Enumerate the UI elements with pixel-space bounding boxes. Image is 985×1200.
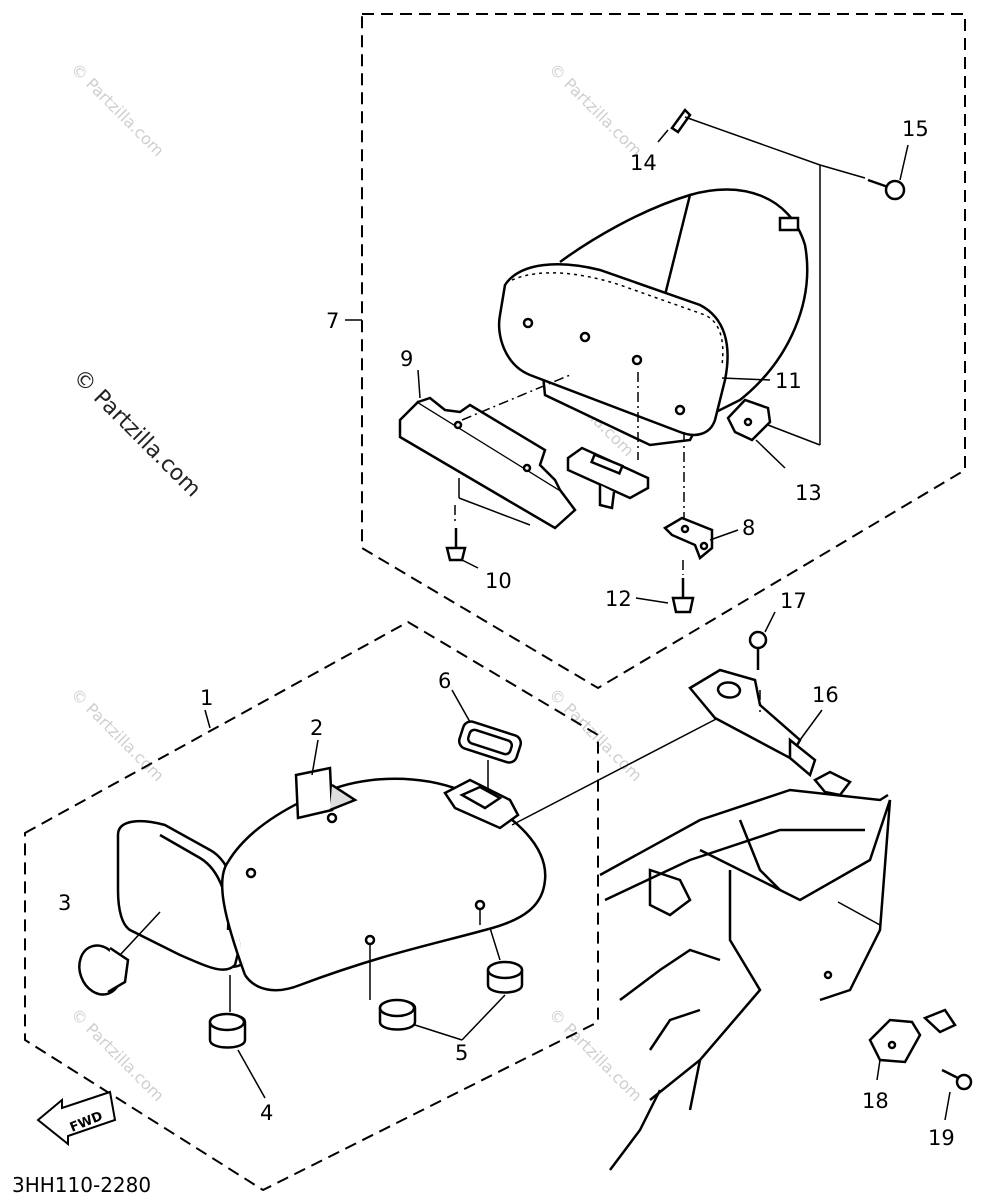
fwd-arrow: FWD — [36, 1090, 117, 1147]
screw-15 — [867, 178, 906, 201]
callout-2: 2 — [310, 716, 323, 740]
rear-seat-rail — [398, 396, 577, 530]
bolt-17 — [748, 630, 768, 712]
callout-13: 13 — [795, 481, 822, 505]
rear-seat-group-outline — [361, 13, 966, 690]
lock-18 — [868, 1008, 957, 1064]
callout-19: 19 — [928, 1126, 955, 1150]
seat-hook-bracket — [566, 446, 650, 510]
callout-15: 15 — [902, 117, 929, 141]
callout-14: 14 — [630, 151, 657, 175]
group-outlines — [24, 13, 966, 1192]
callout-3: 3 — [58, 891, 71, 915]
callout-17: 17 — [780, 589, 807, 613]
watermark: © Partzilla.com — [67, 1004, 168, 1105]
bracket-8 — [662, 516, 714, 561]
front-seat — [116, 777, 547, 992]
bracket-13 — [726, 398, 772, 442]
watermark: © Partzilla.com — [545, 1004, 646, 1105]
callout-10: 10 — [485, 569, 512, 593]
screw-19 — [941, 1068, 973, 1091]
clip-14 — [670, 108, 692, 134]
callouts: 1 2 3 4 5 6 7 8 9 10 11 12 13 14 15 16 1… — [58, 117, 955, 1150]
callout-11: 11 — [775, 369, 802, 393]
callout-4: 4 — [260, 1101, 273, 1125]
damper-4 — [208, 1012, 247, 1049]
rear-seat — [497, 188, 809, 447]
bolt-12 — [671, 578, 695, 614]
watermark-main: © Partzilla.com — [68, 365, 206, 503]
callout-9: 9 — [400, 347, 413, 371]
watermark: © Partzilla.com — [67, 684, 168, 785]
bolt-10 — [445, 528, 467, 562]
frame — [599, 788, 892, 1171]
rubber-6 — [443, 720, 523, 830]
callout-18: 18 — [862, 1089, 889, 1113]
rear-leaders — [454, 116, 866, 575]
watermark: © Partzilla.com — [67, 59, 168, 160]
callout-leaders — [204, 129, 951, 1121]
tag-2 — [294, 766, 358, 820]
drawing-code: 3HH110-2280 — [12, 1173, 151, 1197]
callout-1: 1 — [200, 686, 213, 710]
callout-12: 12 — [605, 587, 632, 611]
callout-6: 6 — [438, 669, 451, 693]
knob-3 — [78, 944, 130, 996]
callout-5: 5 — [455, 1041, 468, 1065]
front-seat-group-outline — [24, 620, 599, 1192]
seat-lock-16 — [688, 668, 852, 797]
callout-7: 7 — [326, 309, 339, 333]
dampers-5 — [378, 960, 524, 1031]
callout-16: 16 — [812, 683, 839, 707]
watermark: © Partzilla.com — [545, 59, 646, 160]
callout-8: 8 — [742, 516, 755, 540]
watermark: © Partzilla.com — [545, 684, 646, 785]
front-leaders — [119, 716, 881, 1012]
